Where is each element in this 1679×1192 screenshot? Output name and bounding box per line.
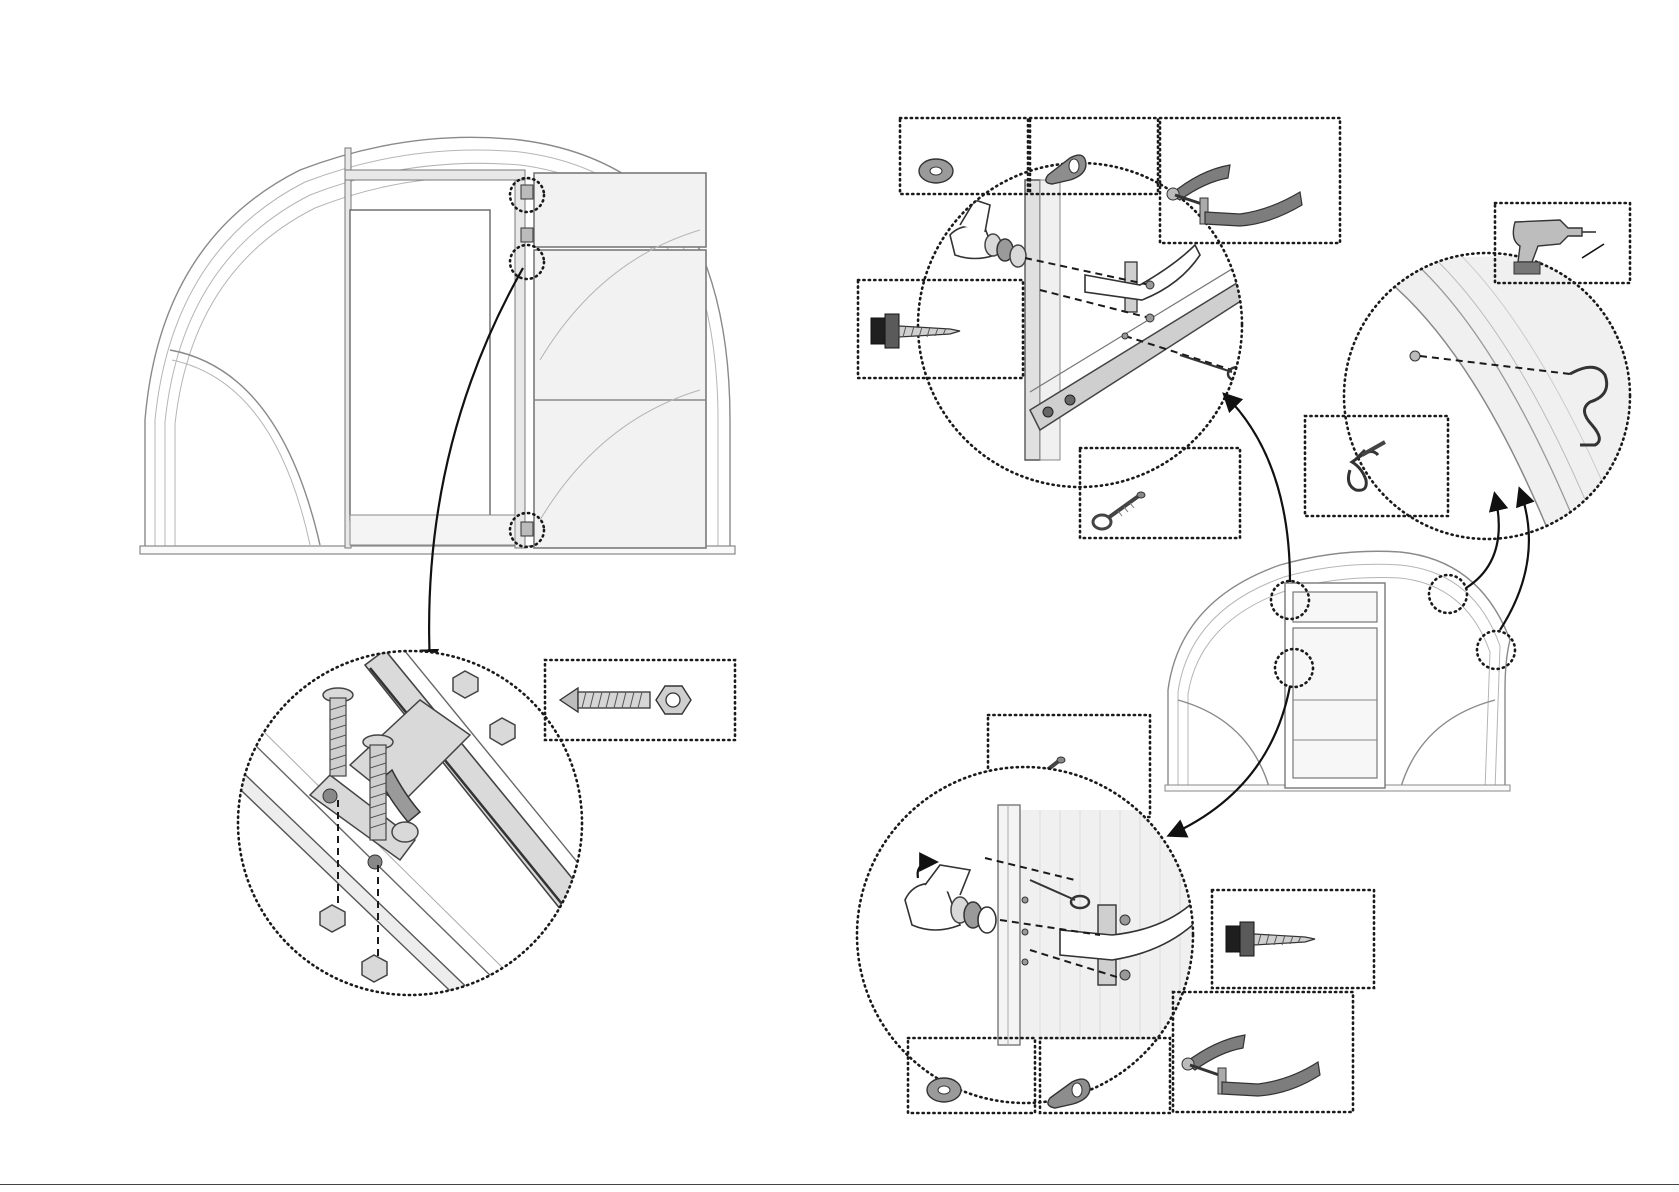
door-handle-box-lower: [1173, 992, 1353, 1112]
drill-icon: [1513, 220, 1604, 274]
washer-icon: [919, 159, 953, 183]
door-hinge-detail: [220, 645, 600, 1010]
eye-bolt-icon: [1093, 492, 1145, 529]
self-drilling-screw-box-lower: [1212, 890, 1374, 988]
screw-icon: [1226, 922, 1315, 956]
countersunk-bolt-and-nut-box: [545, 660, 735, 740]
washer-icon: [927, 1078, 961, 1102]
footer-rule: [0, 1184, 1679, 1185]
greenhouse-front-door-open: [140, 137, 735, 554]
greenhouse-front-door-closed: [1165, 551, 1515, 791]
lower-latch-detail: [857, 767, 1210, 1103]
bolt-nut-icon: [560, 686, 691, 714]
cordless-drill-box: [1495, 203, 1630, 283]
roof-hook-detail: [1344, 240, 1679, 560]
upper-latch-arrow: [1225, 395, 1290, 582]
door-handle-icon: [1182, 1035, 1320, 1096]
